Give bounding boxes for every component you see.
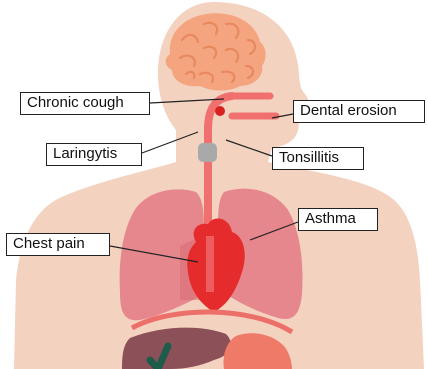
label-dental-erosion: Dental erosion (293, 100, 425, 123)
throat-dot (215, 106, 225, 116)
label-chronic-cough: Chronic cough (20, 92, 150, 115)
label-laryngitis: Laringytis (46, 143, 142, 166)
label-chest-pain: Chest pain (6, 233, 110, 256)
label-asthma: Asthma (298, 208, 378, 231)
label-tonsillitis: Tonsillitis (272, 147, 364, 170)
larynx-icon (198, 143, 217, 162)
